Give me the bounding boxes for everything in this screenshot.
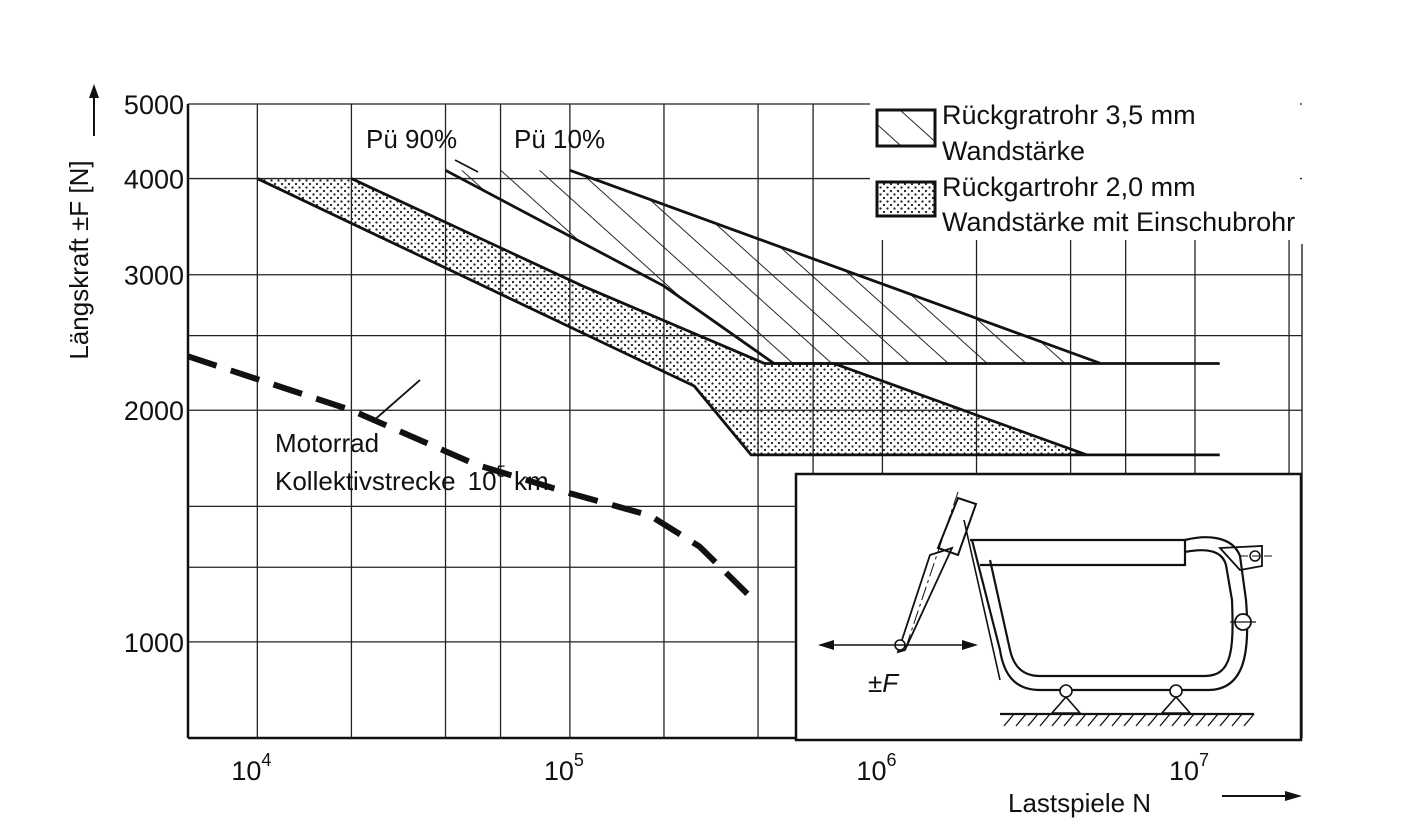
x-axis-label-group: Lastspiele N <box>1008 788 1302 818</box>
steering-head <box>936 496 978 557</box>
legend-swatch-hatch <box>875 108 937 148</box>
ground-hatch-stroke <box>1123 713 1135 727</box>
motorrad-label-text: Kollektivstrecke <box>275 466 456 496</box>
ground-hatch-stroke <box>1207 713 1219 727</box>
y-tick-label: 5000 <box>124 90 184 120</box>
ground-hatch-stroke <box>1183 713 1195 727</box>
motorrad-annotation: Motorrad Kollektivstrecke 105 km <box>275 379 549 496</box>
motorrad-dashed-line <box>187 353 757 604</box>
x-tick-label: 107 <box>1169 750 1209 786</box>
ground-hatch-stroke <box>1003 713 1015 727</box>
x-tick-base: 10 <box>231 756 261 786</box>
legend-hatch-line1: Rückgratrohr 3,5 mm <box>942 100 1196 130</box>
support-left <box>1050 684 1082 714</box>
motorrad-label-exp: 5 <box>497 462 506 481</box>
inset-frame-sketch: ±F <box>794 472 1303 742</box>
ground-hatch-stroke <box>1027 713 1039 727</box>
force-arrowhead-right <box>962 640 978 650</box>
band-upper-line-dots <box>350 177 1220 457</box>
x-tick-label: 104 <box>231 750 271 786</box>
motorrad-label-line1: Motorrad <box>275 428 379 458</box>
motorrad-label-unit: km <box>514 466 549 496</box>
legend-dots-line2: Wandstärke mit Einschubrohr <box>942 207 1295 237</box>
scatter-bands <box>256 169 1220 457</box>
frame-downtube <box>963 519 1001 681</box>
legend-swatch-dots <box>875 180 937 218</box>
legend: Rückgratrohr 3,5 mm Wandstärke Rückgartr… <box>870 98 1300 240</box>
ground-hatch-stroke <box>1147 713 1159 727</box>
x-tick-label: 106 <box>856 750 896 786</box>
fork-axis <box>904 491 959 651</box>
force-arrowhead-left <box>818 640 834 650</box>
y-tick-label: 2000 <box>124 396 184 426</box>
legend-dots-line1: Rückgartrohr 2,0 mm <box>942 172 1196 202</box>
ground-hatch-stroke <box>1039 713 1051 727</box>
motorrad-load-spectrum <box>187 353 757 604</box>
ground-hatch-stroke <box>1243 713 1255 727</box>
x-axis-arrowhead <box>1285 791 1302 801</box>
ground-hatch-stroke <box>1195 713 1207 727</box>
y-tick-label: 4000 <box>124 165 184 195</box>
y-axis-arrowhead <box>89 84 99 98</box>
ground-hatch-stroke <box>1051 713 1063 727</box>
x-tick-base: 10 <box>1169 756 1199 786</box>
ground-hatch-stroke <box>1219 713 1231 727</box>
pu90-label: Pü 90% <box>366 124 457 154</box>
pu10-label: Pü 10% <box>514 124 605 154</box>
y-axis-label: Längskraft ±F [N] <box>64 160 94 359</box>
pu90-leader <box>454 159 479 173</box>
ground-hatching <box>1003 713 1255 727</box>
frame-tube <box>970 536 1249 692</box>
probability-annotations: Pü 90% Pü 10% <box>366 124 605 173</box>
band-lower-line-dots <box>256 177 1087 457</box>
ground-hatch-stroke <box>1063 713 1075 727</box>
x-tick-exponent: 7 <box>1199 750 1209 770</box>
band-lower-line-hatch <box>444 169 1101 365</box>
x-tick-exponent: 5 <box>574 750 584 770</box>
x-axis-label: Lastspiele N <box>1008 788 1151 818</box>
inset-border <box>794 472 1303 742</box>
ground-hatch-stroke <box>1111 713 1123 727</box>
y-tick-labels: 1000 2000 3000 4000 5000 <box>124 90 184 658</box>
motorrad-label-line2: Kollektivstrecke 105 km <box>275 462 549 496</box>
rear-bracket <box>1218 545 1263 571</box>
ground-hatch-stroke <box>1087 713 1099 727</box>
motorrad-leader <box>371 379 421 423</box>
ground-hatch-stroke <box>1075 713 1087 727</box>
force-label: ±F <box>868 668 900 698</box>
ground-hatch-stroke <box>1015 713 1027 727</box>
x-tick-base: 10 <box>544 756 574 786</box>
ground-hatch-stroke <box>1171 713 1183 727</box>
legend-background <box>870 98 1300 240</box>
y-axis-label-group: Längskraft ±F [N] <box>64 84 99 360</box>
x-tick-exponent: 4 <box>261 750 271 770</box>
x-tick-base: 10 <box>856 756 886 786</box>
ground-hatch-stroke <box>1099 713 1111 727</box>
ground-hatch-stroke <box>1159 713 1171 727</box>
x-tick-exponent: 6 <box>886 750 896 770</box>
y-tick-label: 1000 <box>124 628 184 658</box>
ground-hatch-stroke <box>1135 713 1147 727</box>
motorrad-label-base: 10 <box>468 466 497 496</box>
y-tick-label: 3000 <box>124 261 184 291</box>
x-tick-label: 105 <box>544 750 584 786</box>
legend-hatch-line2: Wandstärke <box>942 136 1085 166</box>
ground-hatch-stroke <box>1231 713 1243 727</box>
